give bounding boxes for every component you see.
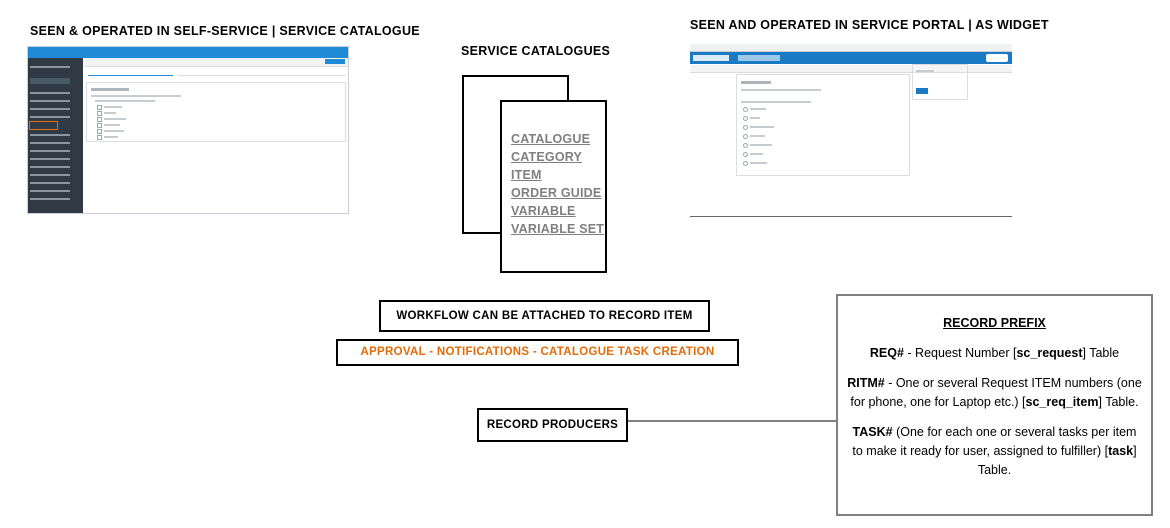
catalogue-item[interactable]: VARIABLE <box>511 204 576 218</box>
record-prefix-title: RECORD PREFIX <box>943 316 1046 330</box>
task-code: TASK# <box>852 425 893 439</box>
catalogue-item[interactable]: ITEM <box>511 168 542 182</box>
portal-breadcrumb <box>690 65 1012 73</box>
catalogue-item[interactable]: VARIABLE SET <box>511 222 605 236</box>
browser-url-bar <box>690 44 1012 52</box>
approval-label: APPROVAL - NOTIFICATIONS - CATALOGUE TAS… <box>360 346 715 358</box>
catalogue-item[interactable]: CATEGORY <box>511 150 583 164</box>
service-portal-header: SEEN AND OPERATED IN SERVICE PORTAL | AS… <box>690 18 1049 32</box>
self-service-form <box>86 82 346 142</box>
self-service-header: SEEN & OPERATED IN SELF-SERVICE | SERVIC… <box>30 24 420 38</box>
service-catalogues-header: SERVICE CATALOGUES <box>461 44 611 58</box>
self-service-highlight <box>29 121 58 130</box>
portal-divider <box>690 216 1012 217</box>
record-producers-box: RECORD PRODUCERS <box>477 408 628 442</box>
self-service-screenshot <box>27 46 349 214</box>
self-service-topbar <box>28 47 348 58</box>
task-description: TASK# (One for each one or several tasks… <box>852 425 1137 477</box>
self-service-sidebar <box>28 58 83 213</box>
req-description: REQ# - Request Number [sc_request] Table <box>869 346 1120 360</box>
workflow-label: WORKFLOW CAN BE ATTACHED TO RECORD ITEM <box>396 310 693 322</box>
self-service-breadcrumb <box>84 58 348 67</box>
portal-navbar <box>690 52 1012 64</box>
workflow-box: WORKFLOW CAN BE ATTACHED TO RECORD ITEM <box>379 300 710 332</box>
ritm-description: RITM# - One or several Request ITEM numb… <box>847 376 1142 409</box>
req-table: sc_request <box>1016 346 1083 360</box>
self-service-steps <box>88 69 346 77</box>
catalogue-item[interactable]: ORDER GUIDE <box>511 186 602 200</box>
task-table: task <box>1108 444 1134 458</box>
connector-line <box>628 420 836 422</box>
record-producers-label: RECORD PRODUCERS <box>486 419 619 431</box>
portal-submit-button[interactable] <box>916 88 928 94</box>
ritm-table: sc_req_item <box>1025 395 1099 409</box>
catalogue-front-box: CATALOGUE CATEGORY ITEM ORDER GUIDE VARI… <box>500 100 607 273</box>
catalogue-item[interactable]: CATALOGUE <box>511 132 591 146</box>
portal-side-panel <box>912 64 968 100</box>
ritm-code: RITM# <box>847 376 885 390</box>
portal-form <box>736 74 910 176</box>
record-prefix-panel: RECORD PREFIX REQ# - Request Number [sc_… <box>836 294 1153 516</box>
req-code: REQ# <box>869 346 904 360</box>
catalogue-items-list: CATALOGUE CATEGORY ITEM ORDER GUIDE VARI… <box>511 130 604 238</box>
self-service-order-button[interactable] <box>325 59 345 64</box>
service-portal-screenshot <box>690 44 1012 220</box>
approval-box: APPROVAL - NOTIFICATIONS - CATALOGUE TAS… <box>336 339 739 366</box>
